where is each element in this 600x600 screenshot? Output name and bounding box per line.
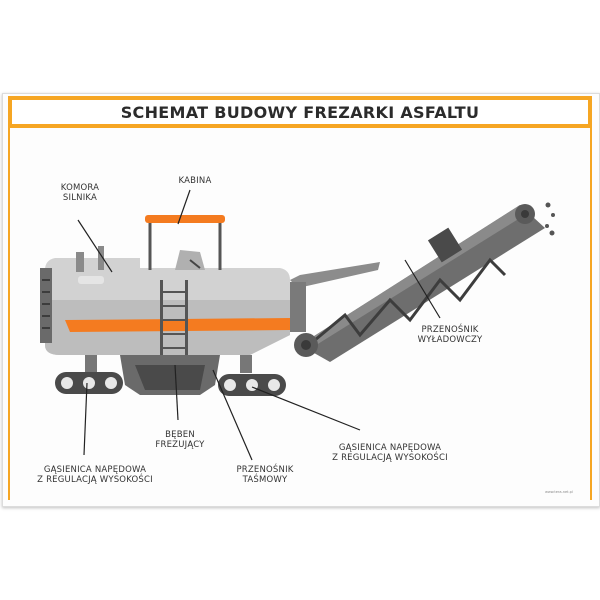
label-drive-track-left: GĄSIENICA NAPĘDOWA Z REGULACJĄ WYSOKOŚCI <box>37 465 153 485</box>
frame-right-border <box>590 128 592 500</box>
footer-url: www.tera-net.pl <box>545 490 573 494</box>
machine-body-drawing <box>40 215 290 360</box>
label-drive-track-right: GĄSIENICA NAPĘDOWA Z REGULACJĄ WYSOKOŚCI <box>332 443 448 463</box>
label-milling-drum: BĘBEN FREZUJĄCY <box>155 430 205 450</box>
page-title: SCHEMAT BUDOWY FREZARKI ASFALTU <box>120 102 480 122</box>
frame-left-border <box>8 128 10 500</box>
label-engine-compartment: KOMORA SILNIKA <box>60 183 100 203</box>
label-unloading-conveyor: PRZENOŚNIK WYŁADOWCZY <box>417 325 483 345</box>
undercarriage-drawing <box>55 355 286 396</box>
label-belt-conveyor: PRZENOŚNIK TAŚMOWY <box>236 465 294 485</box>
leader-lines <box>77 189 441 461</box>
title-box: SCHEMAT BUDOWY FREZARKI ASFALTU <box>12 100 588 124</box>
label-cabin: KABINA <box>178 176 212 186</box>
